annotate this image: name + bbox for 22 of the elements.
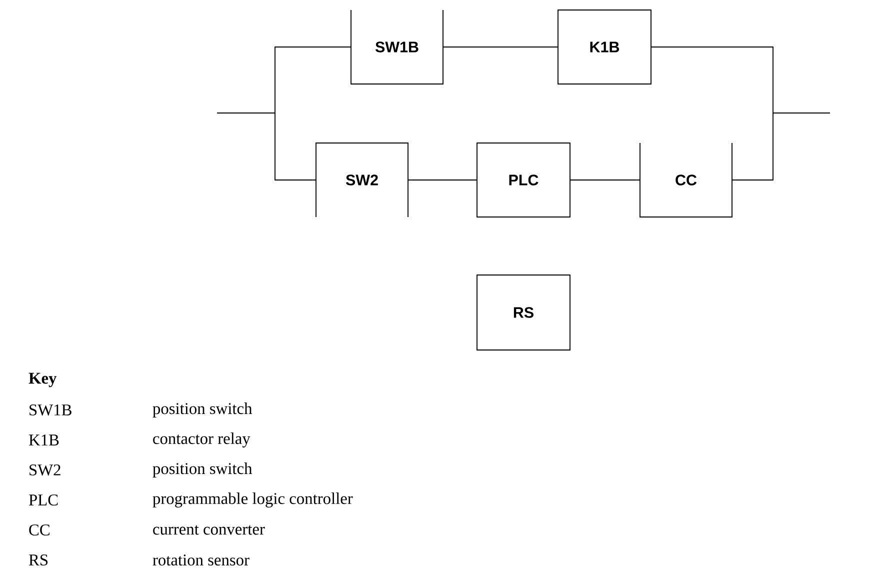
block-box: PLC — [476, 142, 570, 218]
key-description: position switch — [152, 402, 252, 418]
key-abbreviation: K1B — [28, 434, 59, 446]
connector-line — [443, 46, 558, 48]
block-box: K1B — [558, 10, 652, 84]
block-box: CC — [640, 142, 732, 218]
key-description: position switch — [152, 462, 252, 478]
key-abbreviation: CC — [29, 524, 50, 536]
key-heading: Key — [28, 372, 57, 388]
block-box: SW2 — [316, 142, 408, 218]
key-description: current converter — [153, 525, 265, 535]
block-box: SW1B — [350, 10, 444, 84]
key-description: programmable logic controller — [152, 492, 353, 508]
block-box: RS — [476, 274, 570, 350]
key-description: contactor relay — [153, 432, 250, 448]
key-description: rotation sensor — [152, 554, 250, 566]
connector-line — [732, 112, 830, 180]
connector-line — [216, 112, 316, 180]
key-abbreviation: SW1B — [30, 404, 72, 416]
key-abbreviation: PLC — [28, 494, 58, 506]
key-abbreviation: SW2 — [30, 464, 60, 476]
key-abbreviation: RS — [28, 554, 48, 566]
